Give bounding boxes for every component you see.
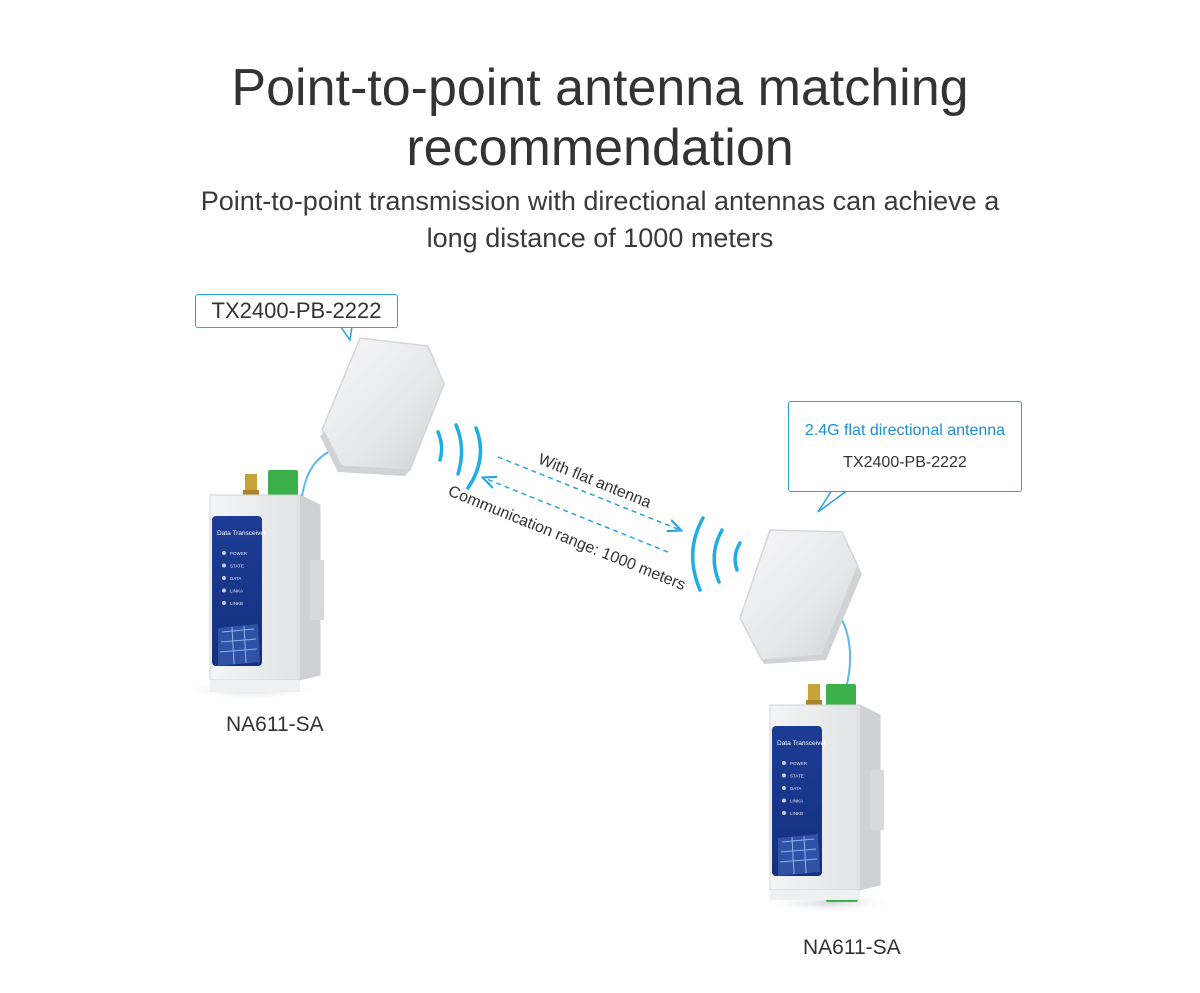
right-antenna-callout: 2.4G flat directional antenna TX2400-PB-… bbox=[788, 401, 1022, 492]
right-device: Data Transceiver POWER STATE DATA LINKA LINK… bbox=[762, 684, 898, 913]
led-label: DATA bbox=[790, 786, 801, 791]
device-panel-title: Data Transceiver bbox=[217, 530, 267, 537]
antenna-cable-right bbox=[842, 620, 850, 688]
left-device: Data Transceiver POWER STATE DATA LINKA LINK… bbox=[180, 470, 324, 700]
left-antenna-callout: TX2400-PB-2222 bbox=[195, 294, 398, 328]
led-indicator bbox=[222, 601, 226, 605]
callout-pointer-left bbox=[340, 326, 352, 340]
led-indicator bbox=[782, 811, 786, 815]
led-indicator bbox=[782, 799, 786, 803]
device-panel-title: Data Transceiver bbox=[777, 740, 827, 747]
led-label: LINKB bbox=[230, 601, 243, 606]
right-antenna bbox=[740, 530, 862, 688]
antenna-cable-left bbox=[302, 452, 328, 496]
led-indicator bbox=[782, 761, 786, 765]
led-label: STATE bbox=[790, 774, 804, 779]
terminal-block-top bbox=[268, 470, 298, 496]
led-indicator bbox=[222, 564, 226, 568]
left-device-label: NA611-SA bbox=[226, 713, 324, 737]
led-label: LINKB bbox=[790, 811, 803, 816]
right-antenna-model: TX2400-PB-2222 bbox=[789, 454, 1021, 472]
right-signal-icon bbox=[693, 518, 740, 590]
led-label: POWER bbox=[230, 551, 248, 556]
callout-pointer-right bbox=[818, 490, 848, 512]
led-label: LINKA bbox=[790, 799, 803, 804]
led-indicator bbox=[222, 551, 226, 555]
led-indicator bbox=[222, 576, 226, 580]
led-indicator bbox=[222, 589, 226, 593]
led-label: LINKA bbox=[230, 589, 243, 594]
right-antenna-type: 2.4G flat directional antenna bbox=[789, 422, 1021, 440]
left-signal-icon bbox=[438, 425, 481, 488]
left-antenna bbox=[302, 338, 444, 496]
led-label: STATE bbox=[230, 564, 244, 569]
led-label: POWER bbox=[790, 761, 808, 766]
led-label: DATA bbox=[230, 576, 241, 581]
right-device-label: NA611-SA bbox=[803, 936, 901, 960]
left-antenna-model: TX2400-PB-2222 bbox=[212, 298, 382, 323]
led-indicator bbox=[782, 786, 786, 790]
led-indicator bbox=[782, 774, 786, 778]
